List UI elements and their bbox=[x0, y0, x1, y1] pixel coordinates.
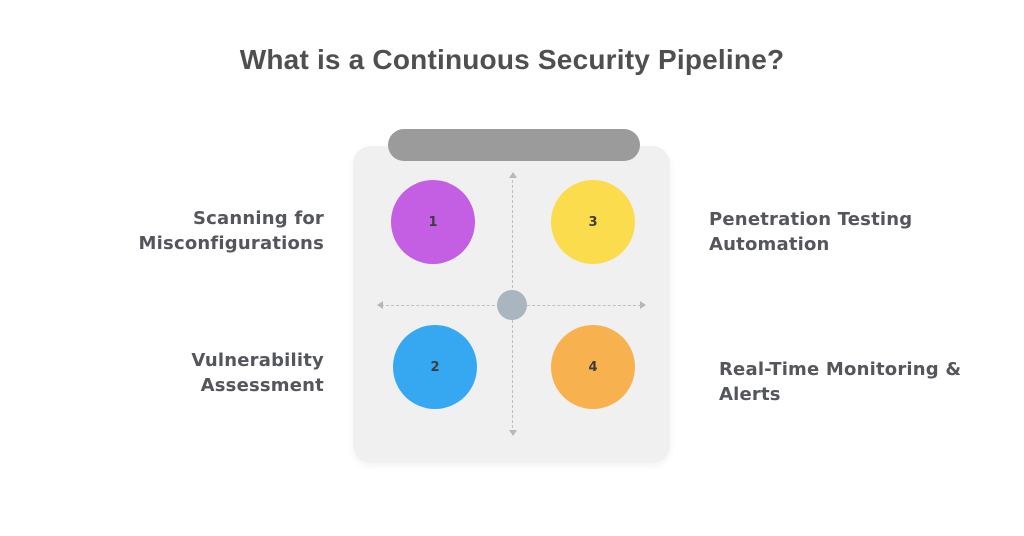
step-circle-3: 3 bbox=[551, 180, 635, 264]
axis-center-hub bbox=[497, 290, 527, 320]
axis-arrow-down-icon bbox=[509, 430, 517, 436]
step-label-real-time-monitoring-alerts: Real-Time Monitoring & Alerts bbox=[719, 359, 962, 405]
step-circle-1: 1 bbox=[391, 180, 475, 264]
step-label-penetration-testing-automation: Penetration Testing Automation bbox=[709, 209, 913, 255]
step-circle-4: 4 bbox=[551, 325, 635, 409]
page-title: What is a Continuous Security Pipeline? bbox=[239, 44, 785, 75]
axis-arrow-left-icon bbox=[377, 301, 383, 309]
step-label-scanning-for-misconfigurations: Scanning for Misconfigurations bbox=[138, 208, 324, 254]
step-number: 1 bbox=[428, 214, 438, 230]
axis-arrow-up-icon bbox=[509, 172, 517, 178]
step-number: 3 bbox=[588, 214, 598, 230]
step-circle-2: 2 bbox=[393, 325, 477, 409]
step-label-vulnerability-assessment: Vulnerability Assessment bbox=[191, 350, 324, 396]
axis-arrow-right-icon bbox=[640, 301, 646, 309]
clipboard-clip-bar bbox=[388, 129, 640, 161]
step-number: 2 bbox=[430, 359, 440, 375]
step-number: 4 bbox=[588, 359, 598, 375]
